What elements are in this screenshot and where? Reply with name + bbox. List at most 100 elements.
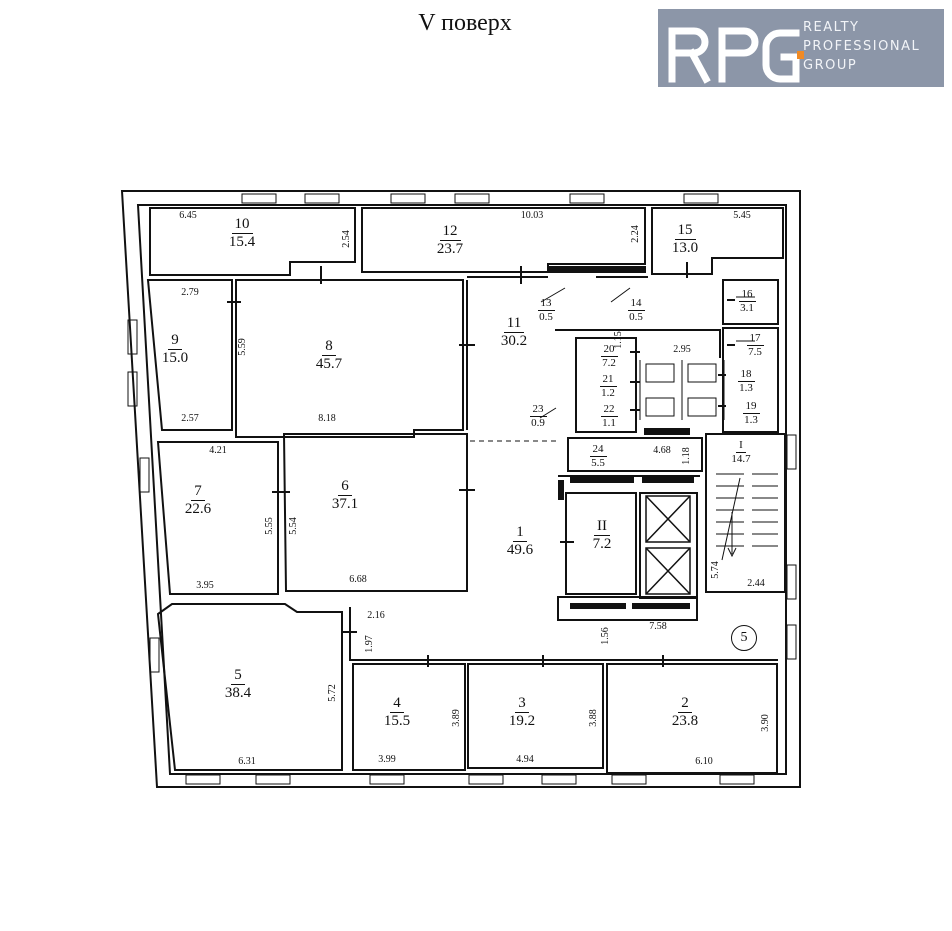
dimension-label: 2.44	[747, 578, 765, 589]
room-area: 15.0	[161, 350, 189, 366]
rpg-logo	[658, 9, 944, 87]
rpg-logo-mark	[668, 27, 804, 84]
room-number: 24	[589, 443, 607, 457]
marker-circle: 5	[731, 625, 757, 651]
dimension-label: 3.99	[378, 754, 396, 765]
room-area: 38.4	[224, 685, 252, 701]
dimension-label: 2.16	[367, 610, 385, 621]
dimension-label: 1.56	[600, 627, 611, 645]
room-area: 7.2	[592, 536, 612, 552]
room-number: 7	[191, 483, 205, 501]
dimension-label: 5.74	[710, 561, 721, 579]
room-number: 15	[674, 222, 696, 240]
room-number: 4	[390, 695, 404, 713]
room-number: 17	[746, 332, 764, 346]
dimension-label: 6.10	[695, 756, 713, 767]
dimension-label: 10.03	[520, 210, 544, 221]
dimension-label: 1.15	[613, 331, 624, 349]
room-area: 1.3	[739, 382, 753, 394]
dimension-label: 3.89	[451, 709, 462, 727]
room-number: 9	[168, 332, 182, 350]
room-number: 8	[322, 338, 336, 356]
dimension-label: 3.90	[760, 714, 771, 732]
room-number: 22	[600, 403, 618, 417]
room-number: 19	[742, 400, 760, 414]
wall-hatches	[548, 266, 694, 609]
room-area: 37.1	[331, 496, 359, 512]
room-number: 18	[737, 368, 755, 382]
room-number: 5	[231, 667, 245, 685]
room-area: 0.5	[539, 311, 553, 323]
toilet-icons	[639, 360, 725, 420]
room-number: 3	[515, 695, 529, 713]
room-number: 23	[529, 403, 547, 417]
dimension-label: 4.94	[516, 754, 534, 765]
window-marks	[127, 193, 797, 785]
dimension-label: 3.95	[196, 580, 214, 591]
dimension-label: 2.95	[673, 344, 691, 355]
dimension-label: 6.31	[238, 756, 256, 767]
room-area: 15.5	[383, 713, 411, 729]
dimension-label: 2.54	[341, 230, 352, 248]
room-area: 0.5	[629, 311, 643, 323]
callout-lines	[539, 287, 755, 419]
room-number: 21	[599, 373, 617, 387]
room-area: 45.7	[315, 356, 343, 372]
room-area: 3.1	[740, 302, 754, 314]
logo-text-professional: PROFESSIONAL	[803, 39, 921, 54]
room-number: 16	[738, 288, 756, 302]
dimension-label: 5.45	[733, 210, 751, 221]
room-number: 11	[503, 315, 525, 333]
dimension-label: 1.18	[681, 447, 692, 465]
room-area: 7.2	[602, 357, 616, 369]
room-number: II	[594, 518, 610, 536]
room-area: 5.5	[591, 457, 605, 469]
door-ticks	[227, 262, 735, 667]
dimension-label: 8.18	[318, 413, 336, 424]
room-area: 1.3	[744, 414, 758, 426]
dimension-label: 4.68	[653, 445, 671, 456]
elevator-shaft-icons	[645, 495, 691, 595]
room-area: 7.5	[748, 346, 762, 358]
room-walls	[146, 207, 786, 774]
dimension-label: 5.72	[327, 684, 338, 702]
dimension-label: 4.21	[209, 445, 227, 456]
room-area: 15.4	[228, 234, 256, 250]
dimension-label: 2.57	[181, 413, 199, 424]
room-area: 19.2	[508, 713, 536, 729]
room-area: 23.8	[671, 713, 699, 729]
dimension-label: 1.97	[364, 635, 375, 653]
dimension-label: 6.68	[349, 574, 367, 585]
stair-lines	[716, 473, 778, 561]
dimension-label: 2.24	[630, 225, 641, 243]
room-number: 14	[627, 297, 645, 311]
room-area: 49.6	[506, 542, 534, 558]
room-number: 13	[537, 297, 555, 311]
room-area: 13.0	[671, 240, 699, 256]
room-area: 0.9	[531, 417, 545, 429]
dimension-label: 7.58	[649, 621, 667, 632]
room-number: 2	[678, 695, 692, 713]
room-area: 22.6	[184, 501, 212, 517]
dimension-label: 2.79	[181, 287, 199, 298]
logo-text-group: GROUP	[803, 58, 858, 73]
room-number: 20	[600, 343, 618, 357]
